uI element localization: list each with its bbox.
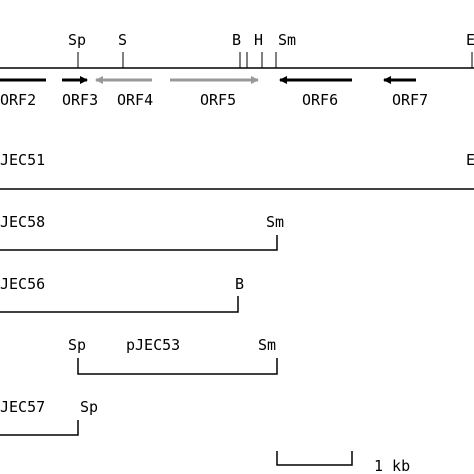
site-label-edge: E [466, 31, 474, 49]
clone-label-pjec51: JEC51 [0, 151, 45, 169]
site-label-b: B [232, 31, 241, 49]
clone-bar-pjec58 [0, 235, 278, 251]
clone-label-pjec53: pJEC53 [126, 336, 180, 354]
clone-site-pjec53-right: Sm [258, 336, 276, 354]
clone-label-pjec57: JEC57 [0, 398, 45, 416]
clone-site-pjec51-right: E [466, 151, 474, 169]
clone-bar-pjec57 [0, 420, 79, 436]
orf2-label: ORF2 [0, 91, 36, 109]
orf5-label: ORF5 [200, 91, 236, 109]
orf3-label: ORF3 [62, 91, 98, 109]
clone-site-pjec53-left: Sp [68, 336, 86, 354]
clone-bar-pjec56 [0, 296, 239, 313]
site-label-h: H [254, 31, 263, 49]
scale-bar [276, 451, 353, 466]
scale-bar-label: 1 kb [374, 457, 410, 474]
clone-bar-pjec53 [77, 358, 278, 375]
clone-site-pjec58-right: Sm [266, 213, 284, 231]
site-label-sm: Sm [278, 31, 296, 49]
orf7-label: ORF7 [392, 91, 428, 109]
orf4-label: ORF4 [117, 91, 153, 109]
orf6-label: ORF6 [302, 91, 338, 109]
clone-label-pjec58: JEC58 [0, 213, 45, 231]
site-label-s: S [118, 31, 127, 49]
clone-site-pjec57-right: Sp [80, 398, 98, 416]
clone-label-pjec56: JEC56 [0, 275, 45, 293]
clone-site-pjec56-right: B [235, 275, 244, 293]
site-label-sp: Sp [68, 31, 86, 49]
